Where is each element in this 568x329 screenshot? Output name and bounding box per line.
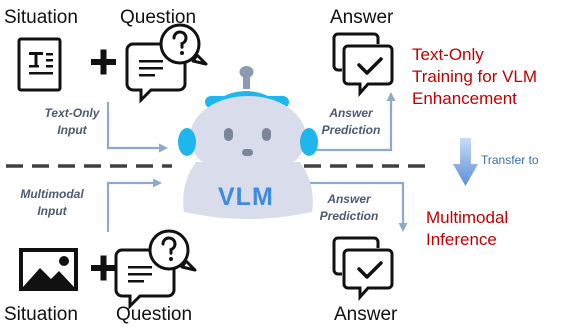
flow-arrow (308, 181, 408, 232)
training-label: Text-Only Training for VLM Enhancement (412, 44, 537, 109)
vlm-label: VLM (218, 183, 274, 211)
top-prediction-line-2: Prediction (321, 122, 381, 137)
chat-check-icon (332, 32, 394, 97)
bottom-answer-label: Answer (334, 304, 398, 325)
bottom-question-label: Question (116, 304, 193, 325)
top-answer-prediction-label: Answer Prediction (313, 105, 389, 139)
transfer-label: Transfer to (481, 153, 539, 167)
document-text-icon (17, 37, 62, 92)
text-only-input-line-1: Text-Only (44, 106, 100, 120)
inference-line-1: Multimodal (426, 208, 509, 227)
chat-check-icon (332, 236, 394, 301)
top-question-label: Question (120, 7, 197, 28)
bottom-situation-label: Situation (4, 304, 78, 325)
text-only-input-line-2: Input (57, 122, 87, 137)
inference-label: Multimodal Inference (426, 207, 508, 251)
plus-icon (91, 49, 116, 75)
text-only-input-label: Text-Only Input (30, 105, 114, 139)
flow-arrow (308, 92, 396, 152)
multimodal-input-line-1: Multimodal (20, 187, 84, 201)
training-line-2: Training for VLM (412, 66, 538, 86)
inference-line-2: Inference (426, 229, 497, 249)
multimodal-input-line-2: Input (37, 203, 67, 218)
image-icon (19, 248, 78, 291)
plus-icon (91, 255, 116, 281)
transfer-arrow (453, 138, 478, 186)
training-line-1: Text-Only (412, 45, 484, 64)
flow-arrow (106, 178, 162, 232)
question-bubble-icon (114, 229, 197, 310)
top-answer-label: Answer (330, 7, 394, 28)
bottom-prediction-line-2: Prediction (319, 208, 379, 223)
top-situation-label: Situation (4, 7, 78, 28)
flow-arrow (106, 102, 168, 153)
bottom-prediction-line-1: Answer (327, 192, 371, 206)
question-bubble-icon (125, 23, 208, 104)
multimodal-input-label: Multimodal Input (10, 186, 94, 220)
training-line-3: Enhancement (412, 88, 517, 108)
robot-icon (178, 66, 318, 219)
top-prediction-line-1: Answer (329, 106, 373, 120)
bottom-answer-prediction-label: Answer Prediction (311, 191, 387, 225)
